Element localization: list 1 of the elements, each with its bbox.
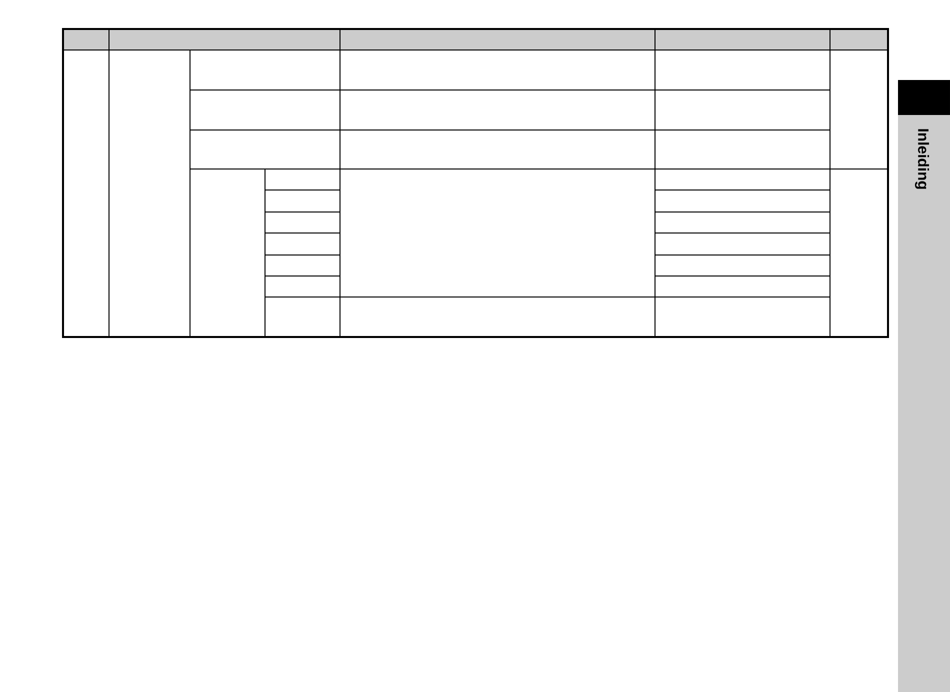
side-tab: Inleiding bbox=[898, 114, 950, 692]
